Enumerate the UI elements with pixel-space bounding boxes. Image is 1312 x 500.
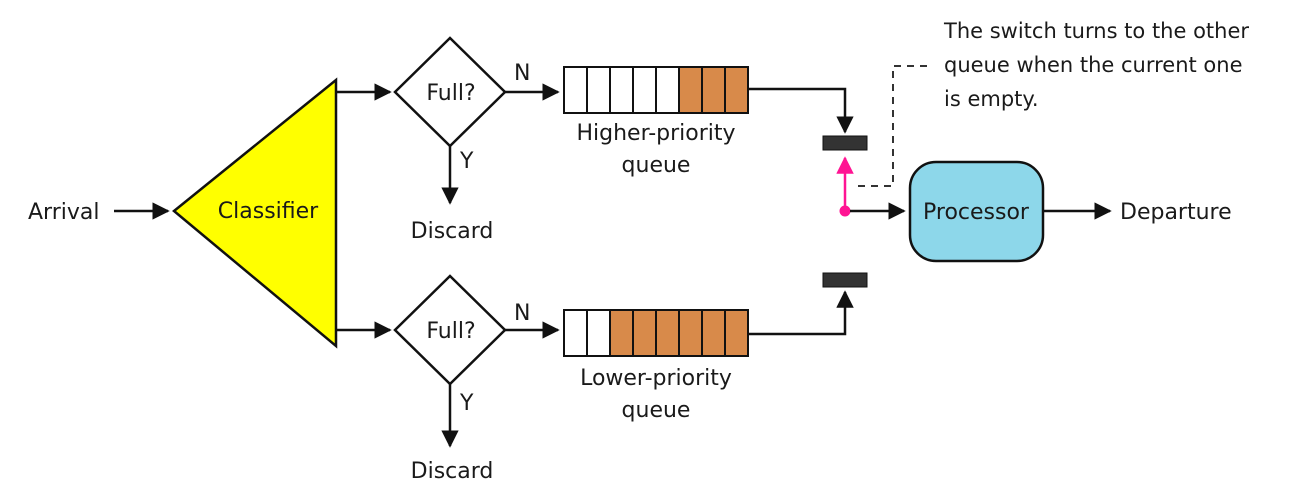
higher-queue-packet-cell	[724, 66, 749, 114]
yes-label-top: Y	[459, 149, 474, 174]
lower-queue-packet-cell	[701, 309, 726, 357]
annotation-line-1: The switch turns to the other	[943, 19, 1249, 43]
full-check-label-top: Full?	[426, 81, 475, 106]
switch-pivot	[839, 205, 851, 217]
lower-queue-label-line1: Lower-priority	[580, 366, 732, 391]
lower-queue-packet-cell	[655, 309, 680, 357]
no-label-bottom: N	[514, 301, 530, 326]
lower-queue-empty-cell	[563, 309, 588, 357]
higher-queue-empty-cell	[563, 66, 588, 114]
higher-queue-packet-cell	[678, 66, 703, 114]
lower-queue-output-arrow	[748, 290, 854, 336]
discard-label-top: Discard	[411, 219, 494, 244]
higher-queue-empty-cell	[655, 66, 680, 114]
higher-queue-empty-cell	[632, 66, 657, 114]
switch-contact-bottom	[822, 272, 868, 288]
higher-queue-output-arrow	[748, 87, 854, 134]
annotation-line-2: queue when the current one	[944, 53, 1243, 77]
departure-label: Departure	[1120, 200, 1232, 225]
lower-queue-packet-cell	[678, 309, 703, 357]
yes-label-bottom: Y	[459, 391, 474, 416]
lower-queue-empty-cell	[586, 309, 611, 357]
lower-queue-packet-cell	[724, 309, 749, 357]
higher-queue-empty-cell	[586, 66, 611, 114]
arrival-label: Arrival	[28, 200, 99, 225]
annotation-leader-line	[858, 65, 932, 187]
lower-queue-packet-cell	[632, 309, 657, 357]
higher-queue-packet-cell	[701, 66, 726, 114]
higher-queue-empty-cell	[609, 66, 634, 114]
lower-priority-queue	[563, 309, 749, 357]
higher-priority-queue	[563, 66, 749, 114]
higher-queue-label-line2: queue	[622, 153, 691, 178]
lower-queue-label-line2: queue	[622, 398, 691, 423]
discard-label-bottom: Discard	[411, 459, 494, 484]
annotation-line-3: is empty.	[944, 87, 1039, 111]
classifier-label: Classifier	[218, 199, 319, 224]
full-check-label-bottom: Full?	[426, 319, 475, 344]
lower-queue-packet-cell	[609, 309, 634, 357]
switch-contact-top	[822, 135, 868, 151]
higher-queue-label-line1: Higher-priority	[576, 121, 735, 146]
no-label-top: N	[514, 61, 530, 86]
processor-label: Processor	[923, 200, 1030, 225]
classifier-triangle	[172, 77, 338, 349]
